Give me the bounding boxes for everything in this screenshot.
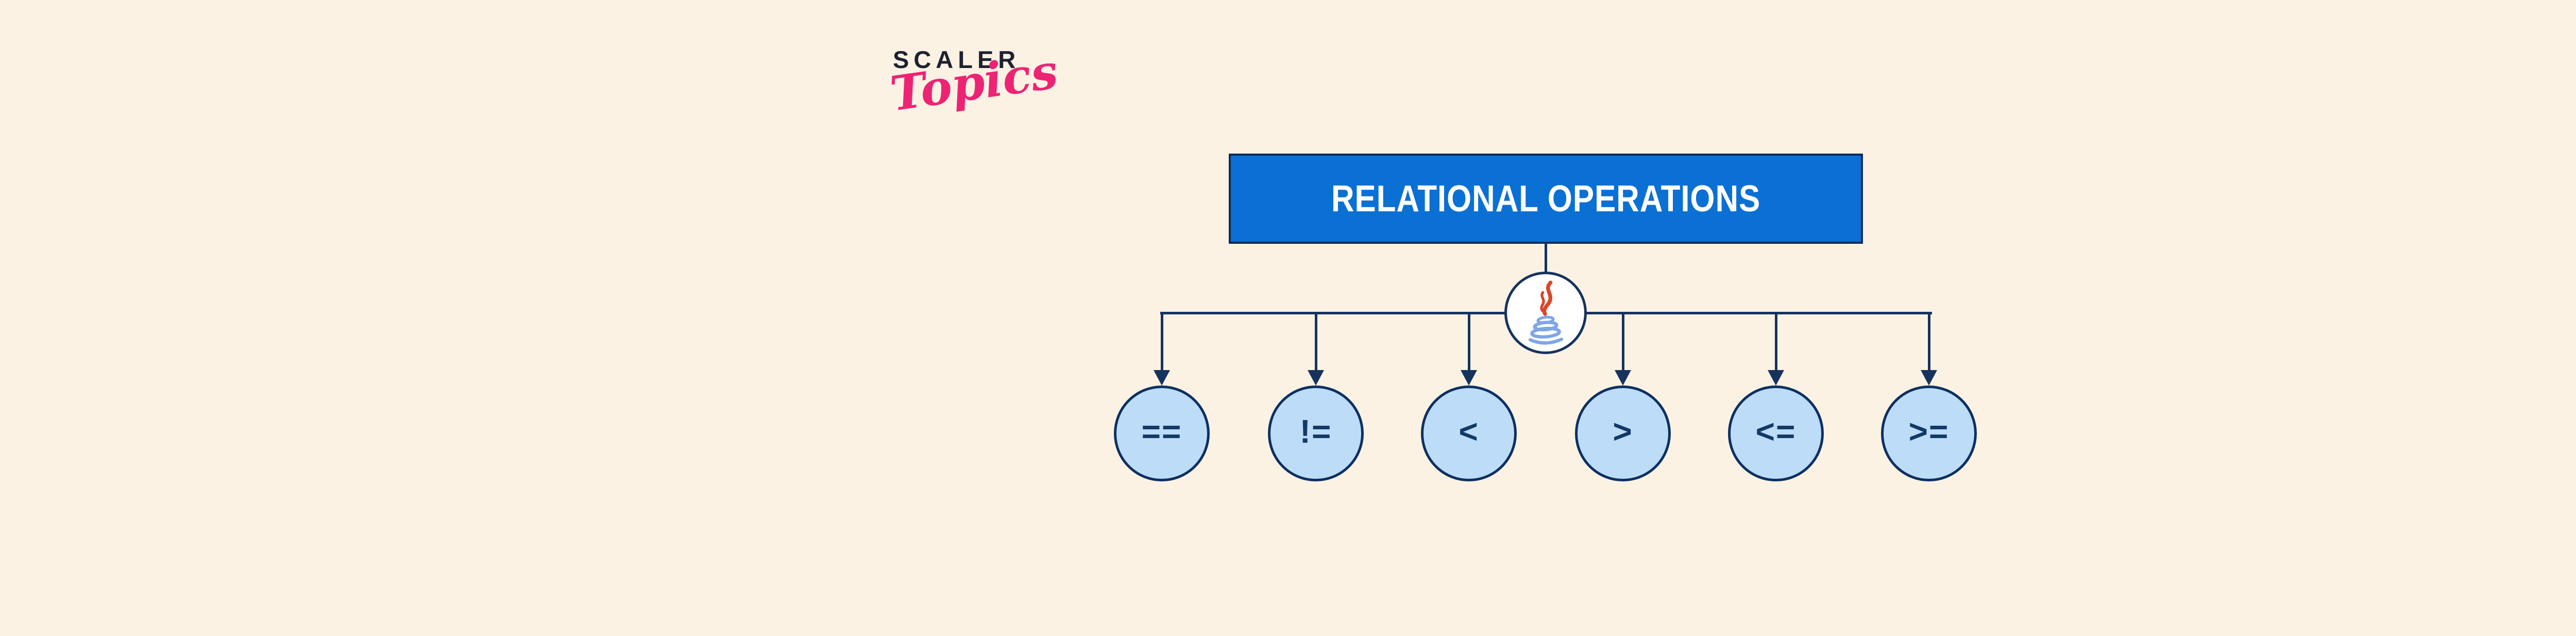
drop-line [1775, 313, 1777, 373]
arrowhead-icon [1921, 370, 1937, 386]
operator-label: != [1299, 413, 1332, 450]
arrowhead-icon [1768, 370, 1784, 386]
operator-node-less-than: < [1421, 386, 1517, 481]
logo-brand-text: SCALER [893, 46, 1021, 73]
root-node [1504, 272, 1587, 354]
arrowhead-icon [1615, 370, 1631, 386]
operator-node-not-equal: != [1268, 386, 1364, 481]
operator-label: > [1613, 413, 1633, 450]
drop-line [1315, 313, 1317, 373]
java-logo-icon [1528, 280, 1564, 345]
java-cup-swirl [1530, 327, 1561, 339]
java-saucer [1528, 338, 1564, 345]
scaler-topics-logo: SCALER Topics [887, 43, 1061, 122]
java-flame [1542, 280, 1553, 316]
arrowhead-icon [1461, 370, 1477, 386]
operator-node-greater-equal: >= [1881, 386, 1977, 481]
title-banner-label: RELATIONAL OPERATIONS [1331, 178, 1761, 220]
operator-label: < [1459, 413, 1479, 450]
operator-node-greater-than: > [1575, 386, 1671, 481]
drop-line [1161, 313, 1163, 373]
operator-label: >= [1908, 413, 1950, 450]
java-flame-small [1540, 291, 1545, 312]
drop-line [1468, 313, 1470, 373]
drop-line [1928, 313, 1930, 373]
operator-node-less-equal: <= [1728, 386, 1824, 481]
arrowhead-icon [1154, 370, 1170, 386]
title-banner: RELATIONAL OPERATIONS [1229, 154, 1863, 244]
operator-node-equal-equal: == [1114, 386, 1210, 481]
operator-label: == [1141, 413, 1182, 450]
drop-line [1622, 313, 1624, 373]
operator-label: <= [1755, 413, 1797, 450]
arrowhead-icon [1308, 370, 1324, 386]
